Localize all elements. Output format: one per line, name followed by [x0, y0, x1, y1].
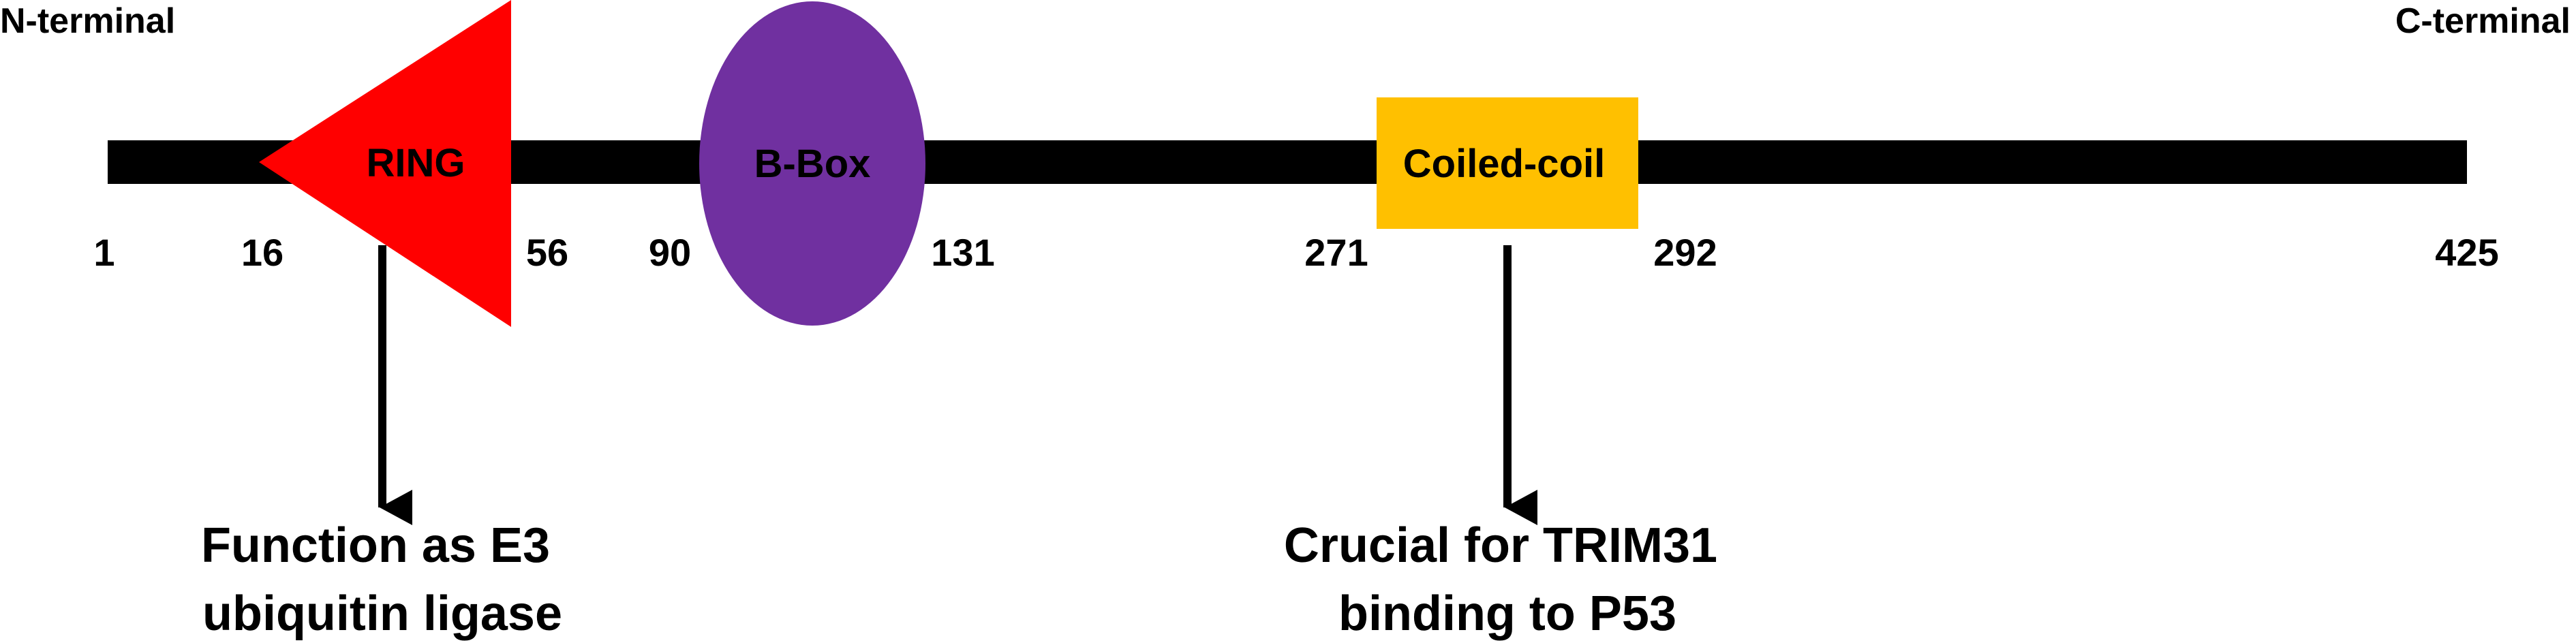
ring-function-note-line-2: ubiquitin ligase [202, 586, 562, 641]
ring-domain-label: RING [367, 141, 465, 185]
position-label: 90 [649, 231, 691, 274]
n-terminal-label: N-terminal [0, 1, 175, 41]
position-label: 271 [1304, 231, 1368, 274]
c-terminal-label: C-terminal [2395, 1, 2571, 41]
bbox-domain [699, 1, 925, 326]
coiled-coil-function-note-line-2: binding to P53 [1338, 586, 1676, 641]
position-label: 1 [93, 231, 114, 274]
coiled-coil-function-note: Crucial for TRIM31 binding to P53 [1284, 518, 1731, 641]
position-label: 292 [1653, 231, 1717, 274]
position-label: 56 [526, 231, 568, 274]
ring-function-note-line-1: Function as E3 [201, 518, 550, 573]
coiled-coil-domain-label: Coiled-coil [1403, 142, 1605, 186]
ring-domain [259, 0, 511, 327]
position-label: 425 [2435, 231, 2498, 274]
position-label: 16 [241, 231, 283, 274]
bbox-domain-label: B-Box [754, 142, 871, 186]
ring-function-note: Function as E3 ubiquitin ligase [201, 518, 564, 641]
position-label: 131 [931, 231, 994, 274]
coiled-coil-domain [1377, 97, 1638, 229]
coiled-coil-function-note-line-1: Crucial for TRIM31 [1284, 518, 1717, 573]
